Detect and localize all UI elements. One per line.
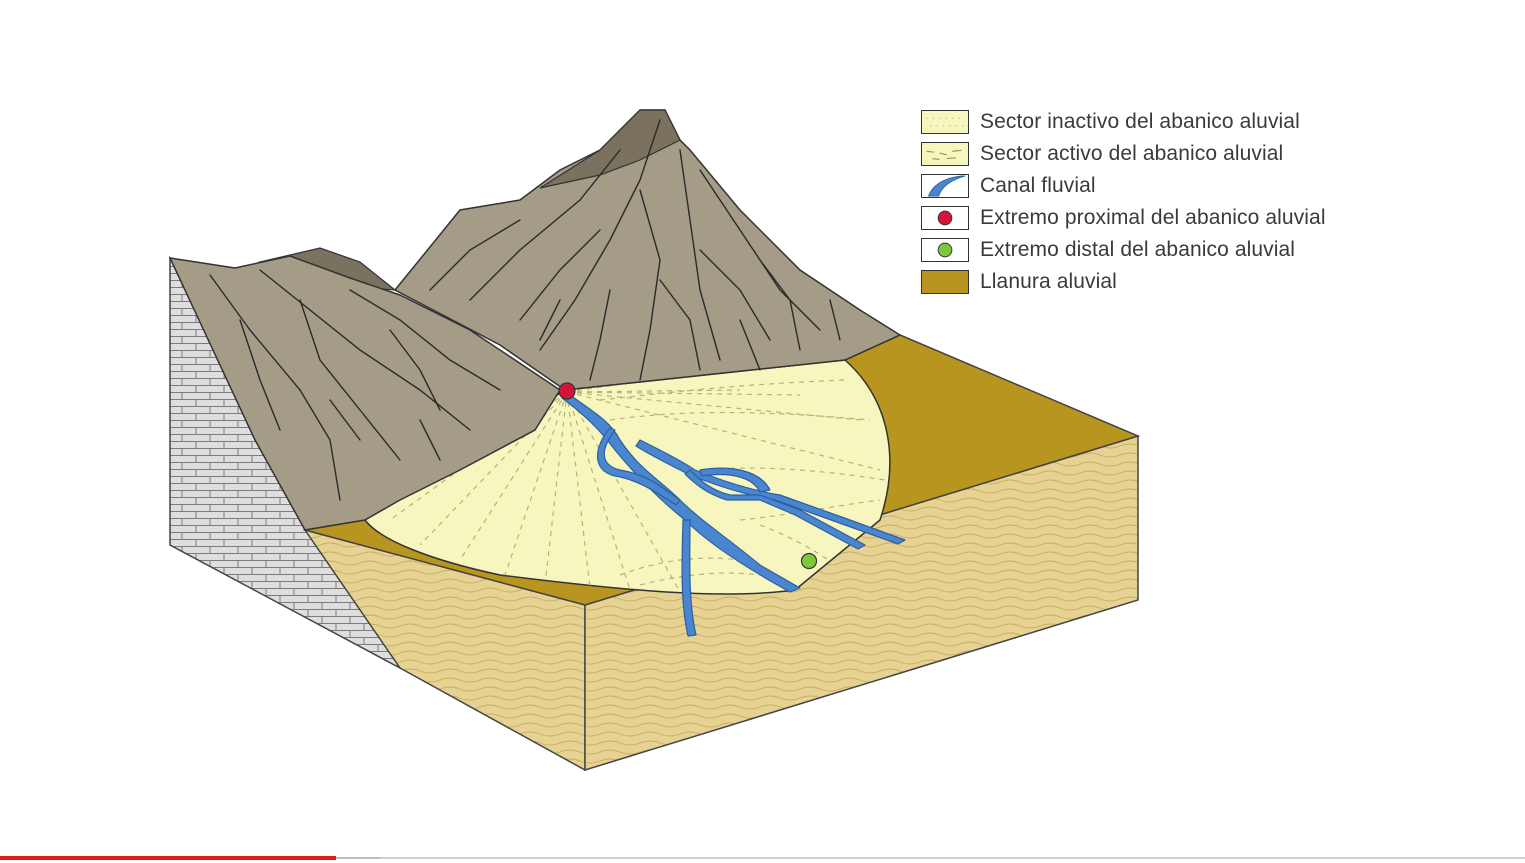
- left-mountain: [168, 255, 562, 531]
- legend-item-proximal: Extremo proximal del abanico aluvial: [921, 206, 1326, 230]
- plain-swatch: [921, 270, 969, 294]
- main-mountain: [393, 109, 902, 391]
- legend-label: Sector activo del abanico aluvial: [980, 142, 1284, 165]
- mountain-shadow: [539, 109, 681, 189]
- distal-marker: [800, 552, 818, 570]
- legend-item-plain: Llanura aluvial: [921, 270, 1326, 294]
- video-progress-fill[interactable]: [0, 856, 336, 860]
- mountain-ridges: [209, 119, 841, 501]
- video-progress-track[interactable]: [0, 857, 1525, 859]
- distal-swatch: [921, 238, 969, 262]
- legend-label: Canal fluvial: [980, 174, 1096, 197]
- channels: [561, 391, 906, 637]
- active-fan-swatch: [921, 142, 969, 166]
- legend-item-distal: Extremo distal del abanico aluvial: [921, 238, 1326, 262]
- channel-swatch: [921, 174, 969, 198]
- legend-item-channel: Canal fluvial: [921, 174, 1326, 198]
- legend-item-inactive-fan: Sector inactivo del abanico aluvial: [921, 110, 1326, 134]
- proximal-swatch: [921, 206, 969, 230]
- legend-label: Sector inactivo del abanico aluvial: [980, 110, 1300, 133]
- proximal-marker: [558, 382, 576, 400]
- inactive-fan-swatch: [921, 110, 969, 134]
- legend-label: Extremo distal del abanico aluvial: [980, 238, 1296, 261]
- legend-label: Extremo proximal del abanico aluvial: [980, 206, 1326, 229]
- legend-label: Llanura aluvial: [980, 270, 1117, 293]
- legend: Sector inactivo del abanico aluvial Sect…: [921, 110, 1326, 294]
- legend-item-active-fan: Sector activo del abanico aluvial: [921, 142, 1326, 166]
